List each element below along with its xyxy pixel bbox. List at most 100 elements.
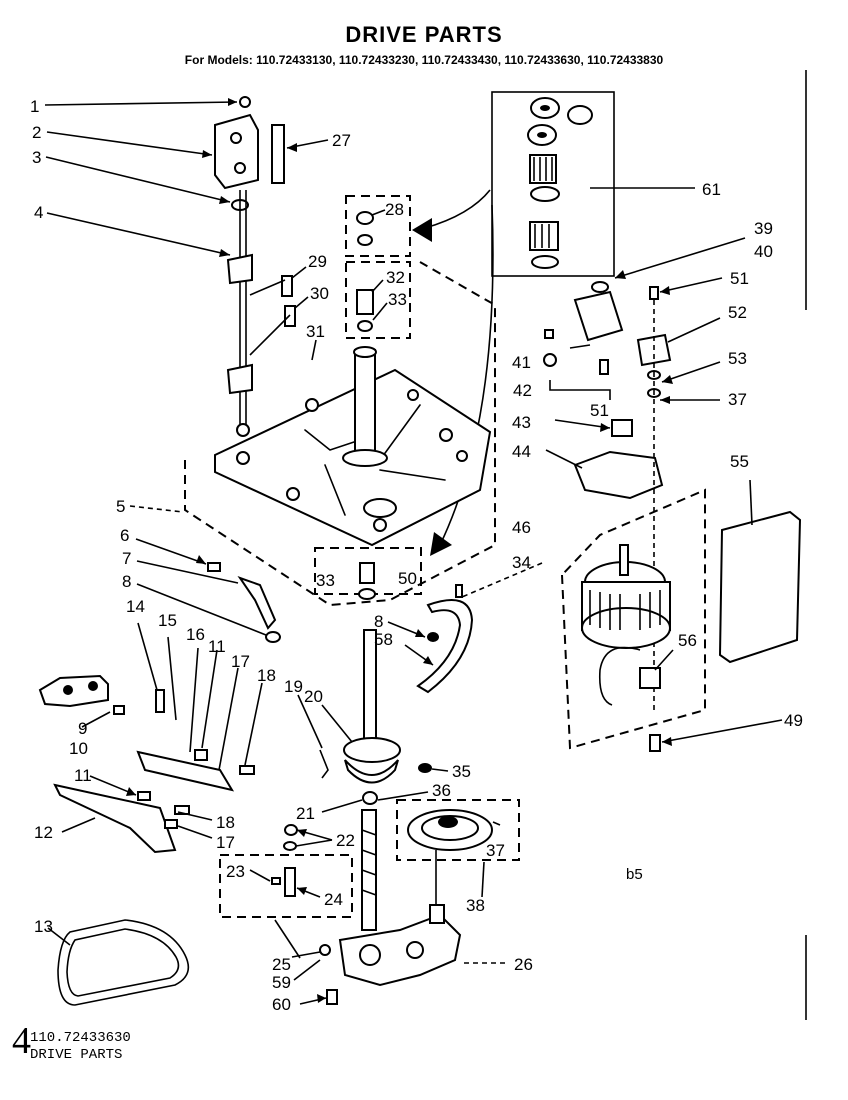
dashed-box-28 (345, 195, 411, 257)
curved-arrow (424, 189, 491, 229)
part-label: 51 (730, 269, 749, 288)
dashed-box-motor (560, 488, 706, 750)
part-label: 28 (385, 200, 404, 219)
arrow-head (430, 532, 452, 556)
drive-belt (57, 919, 190, 1006)
part-label: 4 (34, 203, 43, 222)
part-label: 41 (512, 353, 531, 372)
part-label: 1 (30, 97, 39, 116)
part-label: 5 (116, 497, 125, 516)
drive-belt-inner (66, 928, 180, 997)
dashed-box-32-33 (345, 261, 411, 339)
arrow-head (412, 218, 432, 242)
page-mark: 4 (12, 1020, 31, 1062)
part-label: 30 (310, 284, 329, 303)
part-label: 29 (308, 252, 327, 271)
drive-tube (416, 599, 474, 694)
motor-cover-plate (718, 510, 802, 664)
part-label: 39 (754, 219, 773, 238)
part-label: 36 (432, 781, 451, 800)
part-label: 38 (466, 896, 485, 915)
part-label: 53 (728, 349, 747, 368)
part-label: 44 (512, 442, 531, 461)
part-label: 7 (122, 549, 131, 568)
part-label: 2 (32, 123, 41, 142)
part-label: 37 (728, 390, 747, 409)
part-label: 35 (452, 762, 471, 781)
leader-lines (44, 98, 783, 1005)
part-label: 40 (754, 242, 773, 261)
washer (427, 632, 439, 642)
part-label: 21 (296, 804, 315, 823)
gearcase-assembly (319, 904, 462, 1005)
part-label: 32 (386, 268, 405, 287)
shaft-clutch-assembly (271, 629, 432, 931)
part-label: 3 (32, 148, 41, 167)
part-label: 18 (216, 813, 235, 832)
part-label: 8 (374, 612, 383, 631)
models-subtitle: For Models: 110.72433130, 110.72433230, … (184, 53, 664, 67)
footer-name: DRIVE PARTS (30, 1047, 123, 1063)
base-plate (184, 261, 496, 607)
motor-mounting-parts (543, 281, 672, 710)
bushing-parts (356, 211, 374, 332)
part-label: 8 (122, 572, 131, 591)
part-label: 26 (514, 955, 533, 974)
drive-pulley (407, 809, 493, 910)
part-label: 43 (512, 413, 531, 432)
pulley-bracket-parts (38, 562, 281, 854)
footer: 110.72433630 DRIVE PARTS (30, 1030, 131, 1064)
part-label: 11 (74, 766, 92, 785)
part-label: 11 (208, 637, 226, 656)
footer-model: 110.72433630 (30, 1030, 131, 1046)
part-label: 27 (332, 131, 351, 150)
part-label: 19 (284, 677, 303, 696)
spacer-parts (358, 562, 376, 600)
part-label: 61 (702, 180, 721, 199)
part-label: 50 (398, 569, 417, 588)
part-label: 46 (512, 518, 531, 537)
part-label: 14 (126, 597, 145, 616)
part-label: 12 (34, 823, 53, 842)
part-label: 33 (388, 290, 407, 309)
part-label: 22 (336, 831, 355, 850)
part-label: 51 (590, 401, 609, 420)
part-label: 23 (226, 862, 245, 881)
bracket-assembly (214, 96, 296, 430)
part-label: 58 (374, 630, 393, 649)
part-label: 55 (730, 452, 749, 471)
bolt (455, 584, 463, 598)
dashed-box-37-38 (396, 799, 520, 861)
drive-motor (581, 544, 671, 752)
page-title: DRIVE PARTS (345, 22, 503, 47)
part-label: 24 (324, 890, 343, 909)
seal-kit-parts (527, 97, 593, 269)
diagram-code: b5 (626, 866, 643, 883)
part-label: 10 (69, 739, 88, 758)
part-label: 37 (486, 841, 505, 860)
dashed-box-61 (491, 91, 615, 277)
part-label: 17 (216, 833, 235, 852)
part-label: 16 (186, 625, 205, 644)
part-label: 31 (306, 322, 325, 341)
part-label: 9 (78, 719, 87, 738)
part-label: 34 (512, 553, 531, 572)
part-label: 20 (304, 687, 323, 706)
dashed-box-33-50 (314, 547, 422, 595)
part-label: 52 (728, 303, 747, 322)
part-labels: 1 2 3 4 27 28 29 30 31 32 33 5 6 7 8 61 … (30, 97, 803, 1014)
dashed-box-23-24 (219, 854, 353, 918)
part-label: 25 (272, 955, 291, 974)
part-label: 42 (513, 381, 532, 400)
part-label: 56 (678, 631, 697, 650)
curved-arrow (439, 204, 494, 546)
part-label: 6 (120, 526, 129, 545)
part-label: 17 (231, 652, 250, 671)
part-label: 60 (272, 995, 291, 1014)
part-label: 33 (316, 571, 335, 590)
part-label: 15 (158, 611, 177, 630)
part-label: 49 (784, 711, 803, 730)
part-label: 59 (272, 973, 291, 992)
part-label: 18 (257, 666, 276, 685)
